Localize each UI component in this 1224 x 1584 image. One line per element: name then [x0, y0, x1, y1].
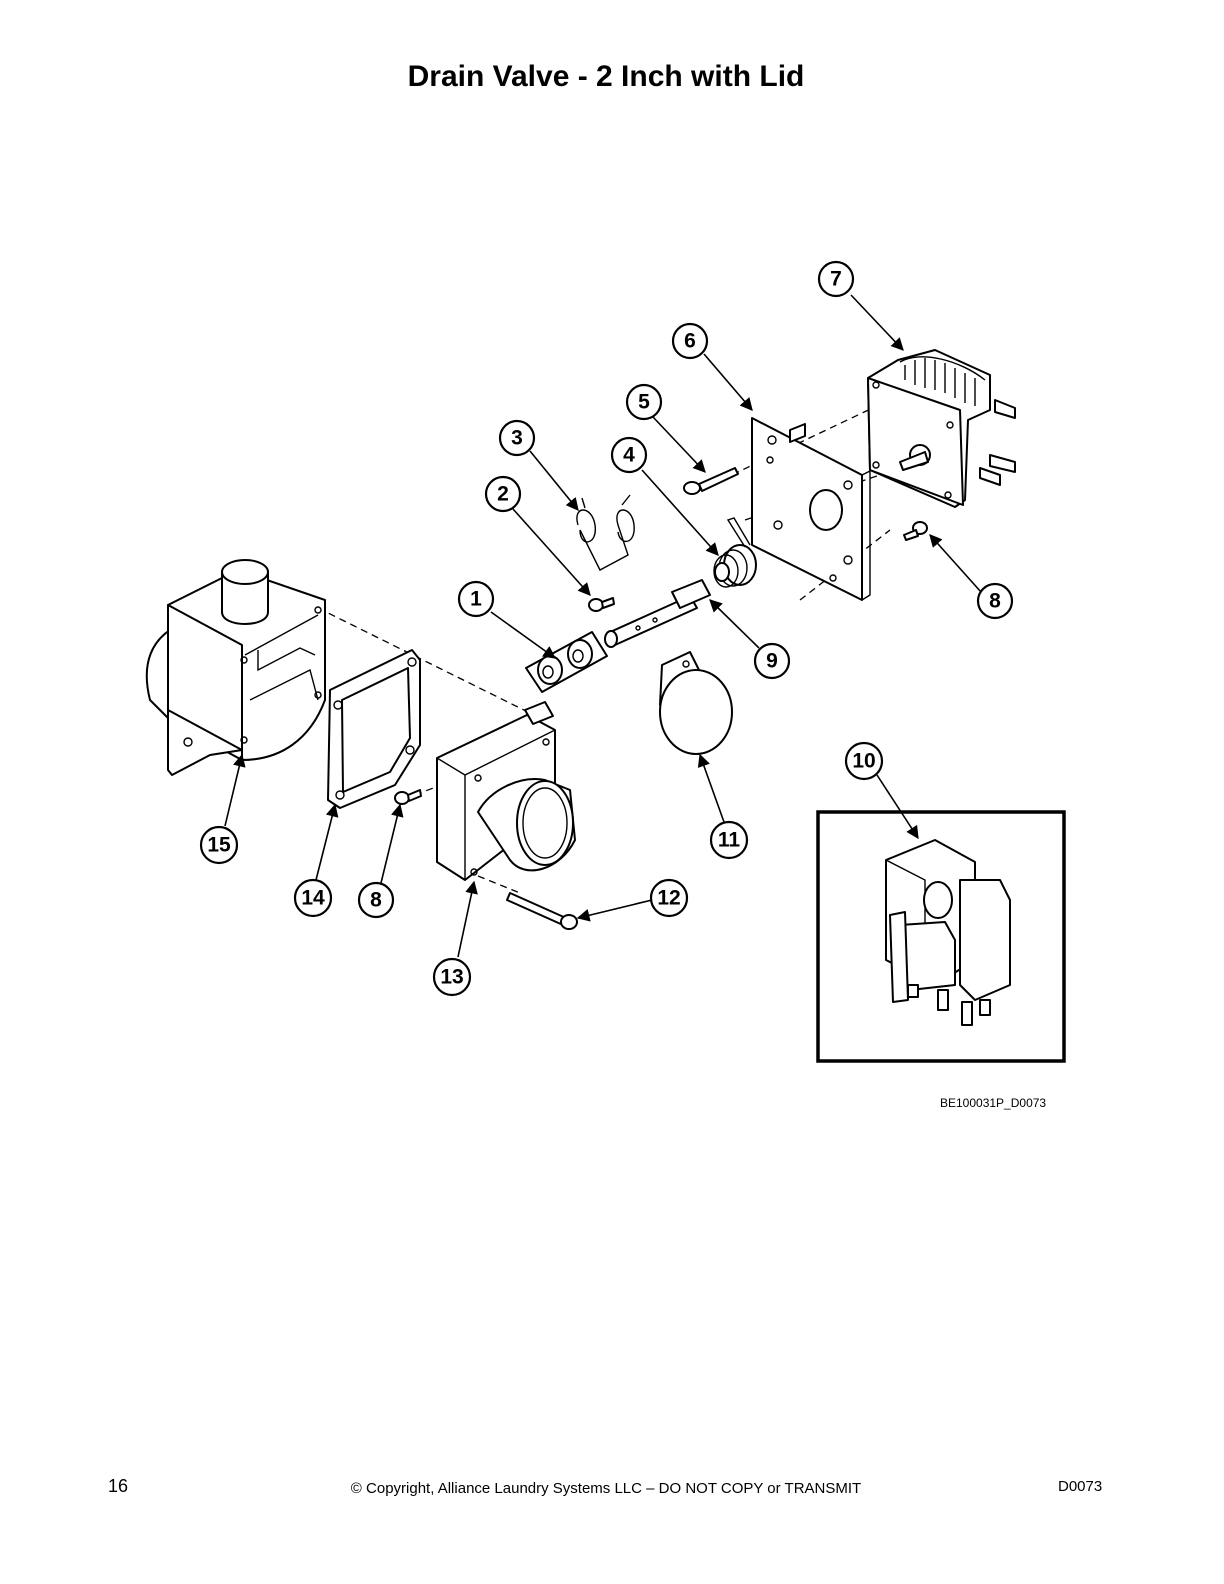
svg-text:3: 3 [511, 427, 523, 450]
callout-8-lower: 8 [357, 881, 395, 919]
small-screw-right-part [903, 521, 928, 541]
callout-9: 9 [753, 642, 791, 680]
callout-11: 11 [709, 820, 749, 860]
svg-text:2: 2 [497, 483, 509, 506]
svg-text:5: 5 [638, 391, 650, 414]
page-number: 16 [108, 1476, 129, 1496]
callout-2: 2 [484, 475, 522, 513]
cap-part [659, 651, 733, 755]
gasket-part [327, 649, 421, 809]
copyright-notice: © Copyright, Alliance Laundry Systems LL… [350, 1480, 862, 1497]
svg-text:15: 15 [207, 834, 231, 857]
callout-4: 4 [610, 436, 648, 474]
callout-12: 12 [649, 878, 689, 918]
wire-clip-part [576, 494, 635, 571]
screw-part [683, 467, 739, 495]
mounting-plate-part [751, 417, 871, 601]
callout-13: 13 [432, 957, 472, 997]
callout-8-right: 8 [976, 582, 1014, 620]
callout-6: 6 [671, 322, 709, 360]
page-title: Drain Valve - 2 Inch with Lid [407, 60, 805, 93]
svg-text:14: 14 [301, 887, 325, 910]
figure-id: BE100031P_D0073 [940, 1096, 1047, 1110]
housing-part [145, 559, 326, 776]
small-screw-part [588, 597, 615, 612]
callout-5: 5 [625, 383, 663, 421]
svg-text:4: 4 [623, 444, 635, 467]
motor-part [867, 349, 1016, 508]
leader-lines [224, 294, 982, 958]
callout-15: 15 [199, 825, 239, 865]
shaft-part [604, 579, 711, 648]
svg-text:6: 6 [684, 330, 696, 353]
small-screw-lower-part [394, 789, 422, 805]
svg-text:13: 13 [440, 966, 463, 989]
callout-7: 7 [817, 260, 855, 298]
long-screw-part [506, 892, 578, 930]
callout-1: 1 [457, 580, 495, 618]
svg-text:8: 8 [989, 590, 1001, 613]
callout-3: 3 [498, 419, 536, 457]
torsion-spring-part [713, 517, 757, 588]
document-code: D0073 [1058, 1478, 1103, 1495]
svg-text:7: 7 [830, 268, 842, 291]
callout-10: 10 [844, 741, 884, 781]
svg-text:11: 11 [718, 829, 741, 852]
inset-motor-box [816, 810, 1066, 1063]
svg-text:12: 12 [657, 887, 680, 910]
valve-body-part [436, 701, 576, 881]
svg-text:8: 8 [370, 889, 382, 912]
svg-text:10: 10 [852, 750, 875, 773]
callout-14: 14 [293, 878, 333, 918]
seal-pair-part [525, 631, 608, 693]
svg-text:1: 1 [470, 588, 482, 611]
svg-text:9: 9 [766, 650, 778, 673]
